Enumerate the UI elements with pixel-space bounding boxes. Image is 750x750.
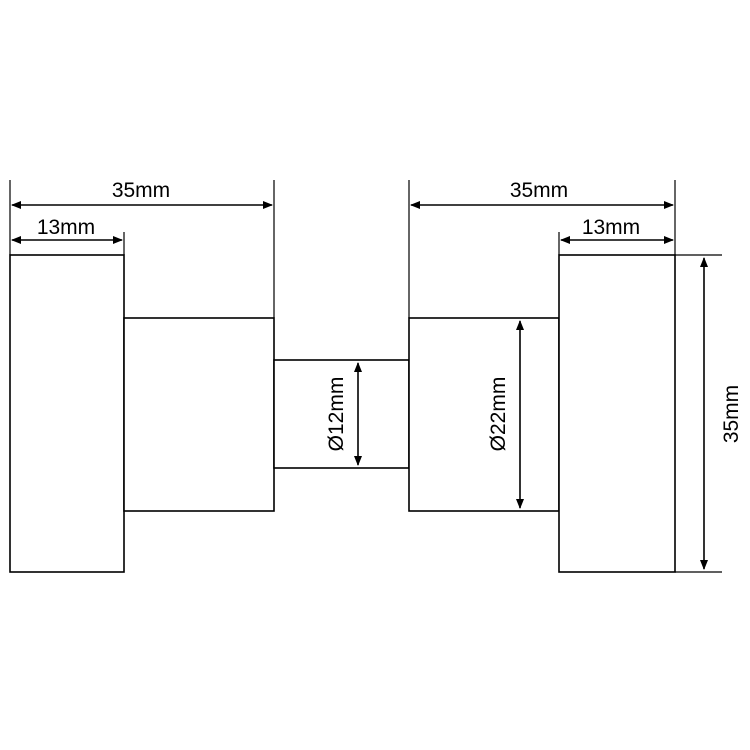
extension-lines [9, 180, 722, 573]
dimension-labels: 35mm 13mm 35mm 13mm Ø12mm Ø22mm 35mm [37, 179, 743, 451]
left-overall-width-label: 35mm [112, 179, 170, 202]
part-outline [9, 254, 676, 573]
knob-diameter-label: 35mm [720, 385, 743, 443]
left-collar [123, 317, 275, 512]
right-overall-width-label: 35mm [510, 179, 568, 202]
right-collar [408, 317, 560, 512]
left-knob [9, 254, 125, 573]
right-knob-width-label: 13mm [582, 216, 640, 239]
left-knob-width-label: 13mm [37, 216, 95, 239]
right-knob [558, 254, 676, 573]
dimension-arrows [11, 201, 708, 570]
collar-diameter-label: Ø22mm [487, 377, 510, 452]
spindle-diameter-label: Ø12mm [325, 377, 348, 452]
spindle [273, 359, 410, 469]
